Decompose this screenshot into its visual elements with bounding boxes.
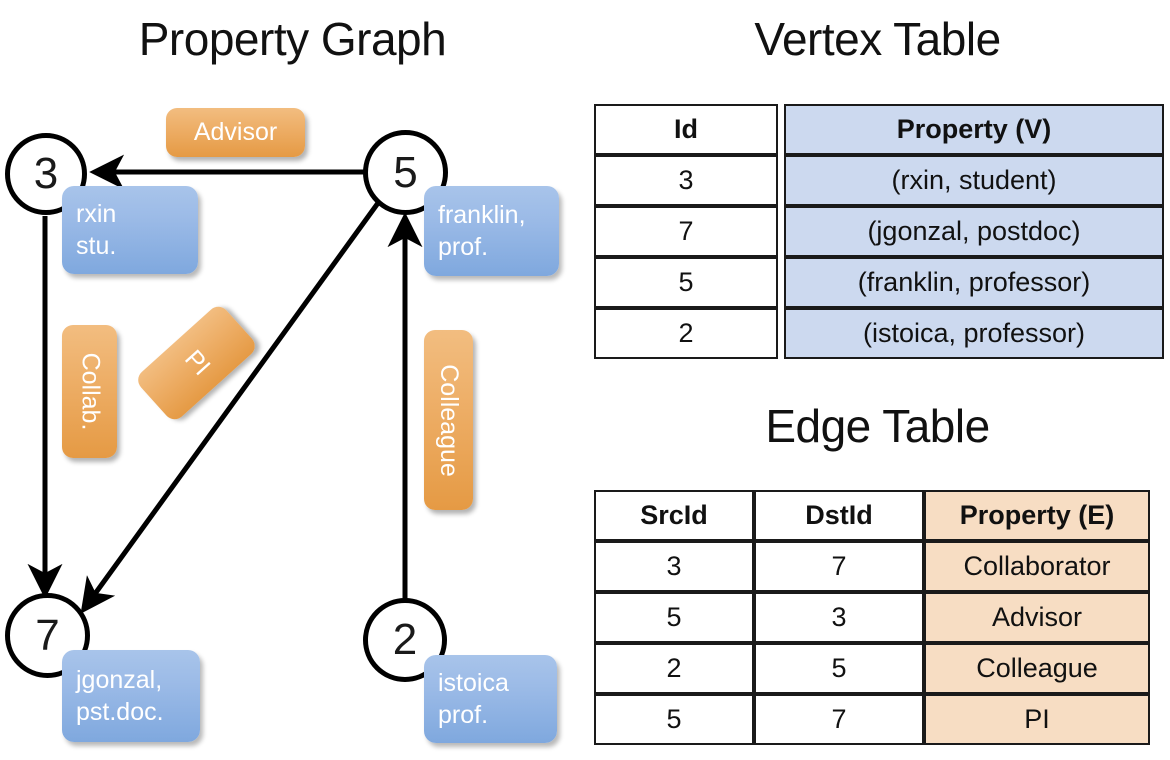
table-row: 2 (istoica, professor) [594,308,1164,359]
edge-cell-property: PI [924,694,1150,745]
table-row: 7 (jgonzal, postdoc) [594,206,1164,257]
vertex-col-header-id: Id [594,104,778,155]
vertex-cell-property: (rxin, student) [784,155,1164,206]
edge-cell-dstid: 7 [754,694,924,745]
edge-cell-property: Collaborator [924,541,1150,592]
edge-label-pi-text: PI [178,344,216,381]
edge-cell-srcid: 5 [594,592,754,643]
table-row: 5 3 Advisor [594,592,1150,643]
table-row: 3 7 Collaborator [594,541,1150,592]
vertex-cell-property: (istoica, professor) [784,308,1164,359]
vertex-table: Id Property (V) 3 (rxin, student) 7 (jgo… [594,104,1164,359]
edge-label-colleague-text: Colleague [435,363,463,477]
graph-edges [27,154,423,614]
vertex-cell-property: (jgonzal, postdoc) [784,206,1164,257]
node-5-prop-line-1: franklin, [438,201,526,229]
table-row: 5 (franklin, professor) [594,257,1164,308]
table-row: 3 (rxin, student) [594,155,1164,206]
edge-cell-srcid: 5 [594,694,754,745]
node-7-prop-line-2: pst.doc. [76,698,164,726]
edge-cell-srcid: 2 [594,643,754,694]
edge-col-header-srcid: SrcId [594,490,754,541]
node-2-prop-line-1: istoica [438,669,509,697]
vertex-cell-id: 3 [594,155,778,206]
node-2-prop-line-2: prof. [438,701,489,729]
edge-cell-dstid: 7 [754,541,924,592]
edge-label-collab-text: Collab. [76,352,105,431]
node-7-property-box: jgonzal, pst.doc. [62,650,200,742]
node-5-prop-line-2: prof. [438,233,489,261]
edge-label-advisor: Advisor [166,108,305,157]
edge-cell-property: Colleague [924,643,1150,694]
edge-table: SrcId DstId Property (E) 3 7 Collaborato… [594,490,1150,745]
vertex-col-header-property: Property (V) [784,104,1164,155]
edge-col-header-property: Property (E) [924,490,1150,541]
edge-cell-srcid: 3 [594,541,754,592]
edge-label-colleague: Colleague [424,330,473,510]
edge-table-header-row: SrcId DstId Property (E) [594,490,1150,541]
property-graph-title: Property Graph [138,13,447,65]
edge-label-collab: Collab. [62,325,117,458]
vertex-table-title: Vertex Table [754,13,1001,65]
node-2-circle[interactable]: 2 [363,598,447,682]
node-2-property-box: istoica prof. [424,655,557,743]
vertex-cell-id: 7 [594,206,778,257]
vertex-cell-id: 2 [594,308,778,359]
table-row: 5 7 PI [594,694,1150,745]
vertex-cell-property: (franklin, professor) [784,257,1164,308]
node-7-prop-line-1: jgonzal, [76,666,163,694]
node-5-property-box: franklin, prof. [424,186,559,276]
vertex-cell-id: 5 [594,257,778,308]
edge-cell-dstid: 5 [754,643,924,694]
edge-5-to-7 [80,201,381,614]
vertex-table-header-row: Id Property (V) [594,104,1164,155]
property-graph-panel: Property Graph 3 5 7 2 rxin stu. frankli… [5,13,559,743]
edge-cell-dstid: 3 [754,592,924,643]
edge-col-header-dstid: DstId [754,490,924,541]
node-3-property-box: rxin stu. [62,186,198,274]
node-3-prop-line-2: stu. [76,232,117,260]
node-3-prop-line-1: rxin [76,200,117,228]
edge-cell-property: Advisor [924,592,1150,643]
edge-table-title: Edge Table [765,400,990,452]
table-row: 2 5 Colleague [594,643,1150,694]
